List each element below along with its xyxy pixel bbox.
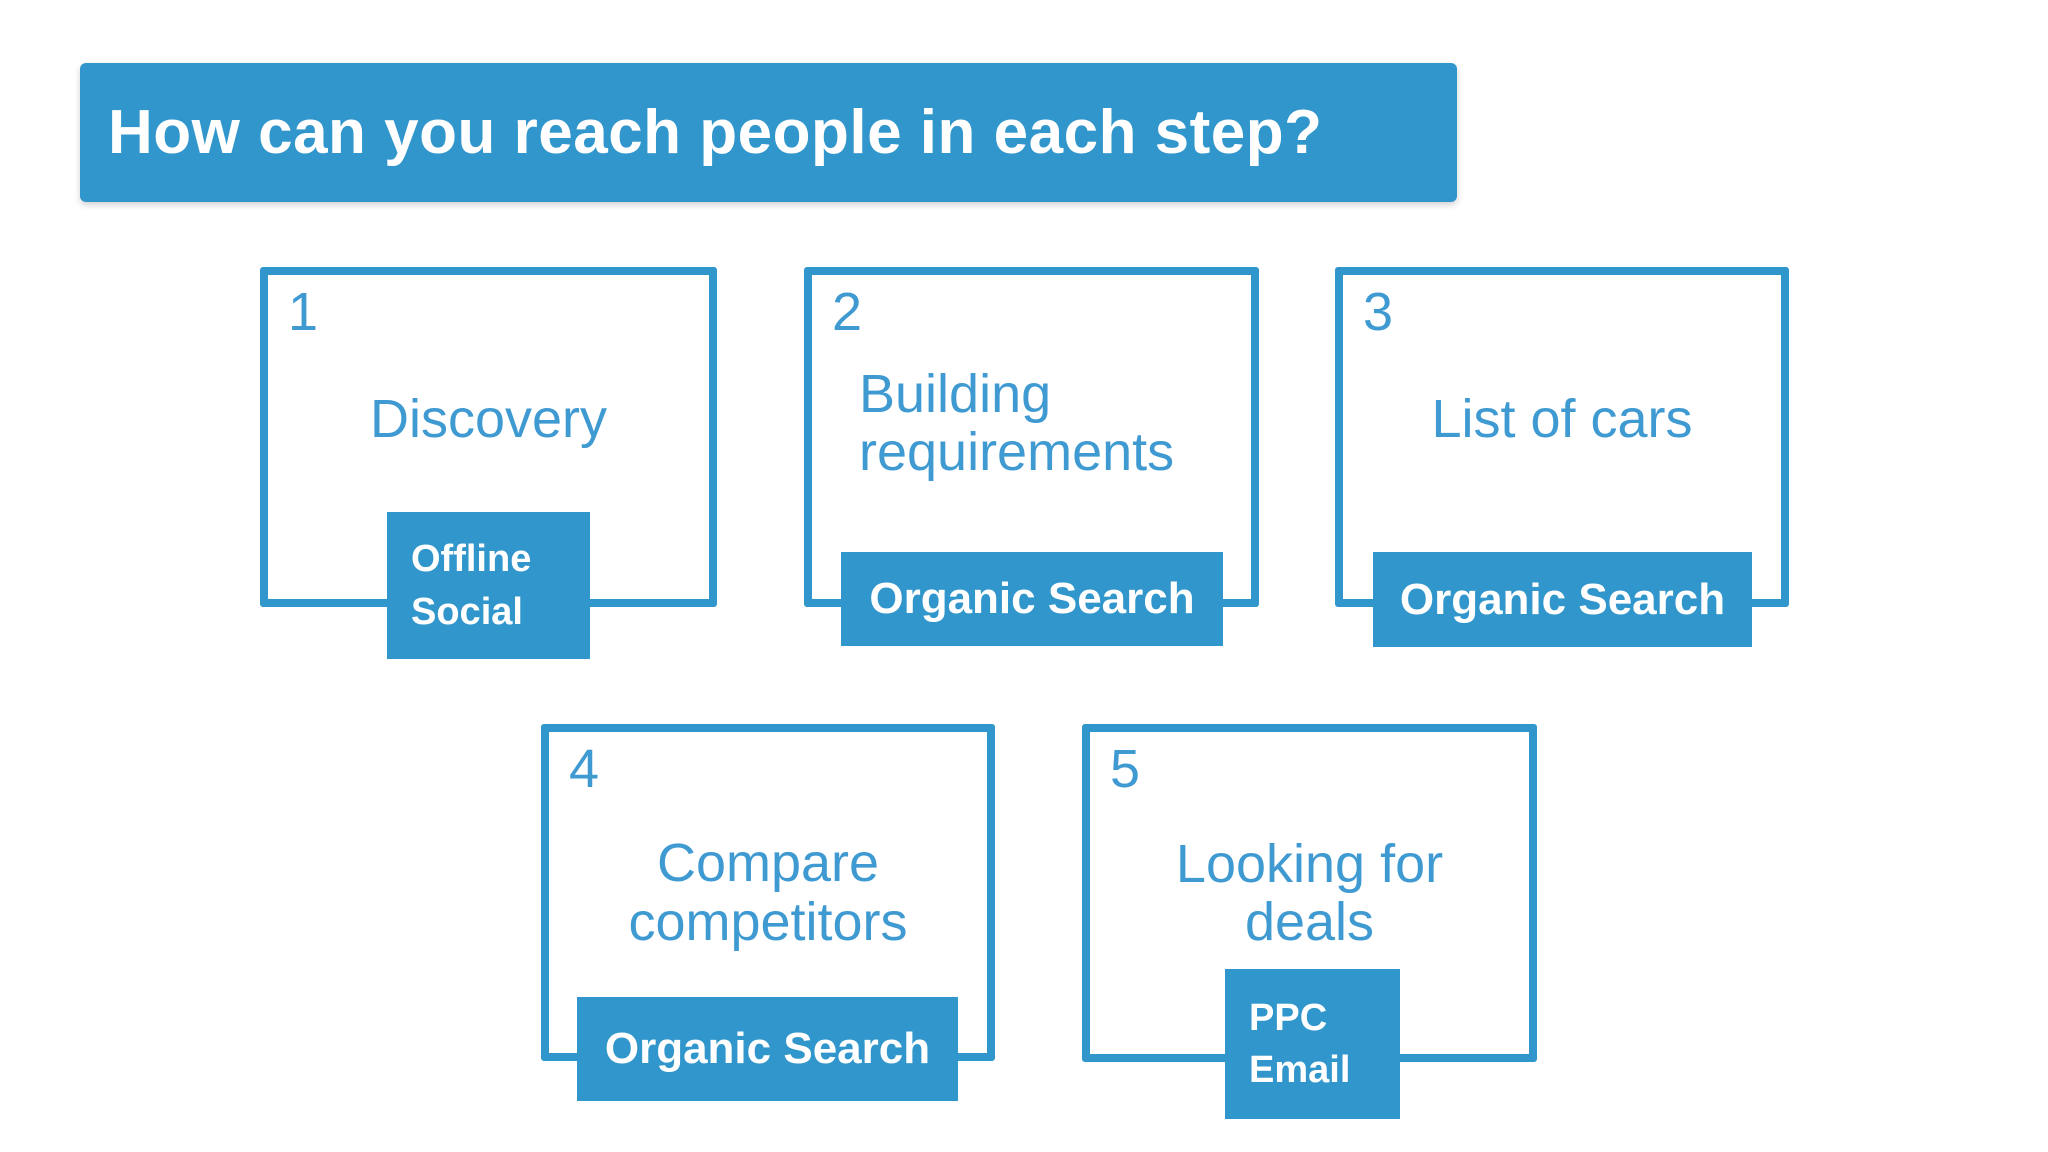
step-content: Building requirements: [812, 275, 1251, 599]
channel-line: Social: [411, 590, 523, 633]
step-content: Compare competitors: [549, 732, 987, 1053]
step-label: List of cars: [1431, 388, 1693, 449]
step-box-4: 4 Compare competitors Organic Search: [541, 724, 995, 1101]
channel-line: PPC: [1249, 996, 1328, 1039]
step-box-1: 1 Discovery Offline Social: [260, 267, 717, 659]
step-label: Looking for deals: [1175, 833, 1444, 952]
channel-line: Email: [1249, 1049, 1351, 1091]
channel-badge: Organic Search: [577, 997, 958, 1101]
step-content: Discovery: [268, 275, 709, 599]
step-label: Discovery: [369, 388, 608, 449]
step-number: 1: [288, 282, 319, 342]
title-banner: How can you reach people in each step?: [80, 63, 1457, 202]
step-box-2: 2 Building requirements Organic Search: [804, 267, 1259, 646]
step-number: 2: [832, 282, 863, 342]
channel-badge: Offline Social: [387, 512, 590, 659]
channel-line: Organic Search: [1399, 574, 1726, 624]
step-number: 4: [569, 739, 600, 799]
page-title: How can you reach people in each step?: [108, 98, 1323, 167]
step-content: List of cars: [1343, 275, 1781, 599]
channel-line: Offline: [411, 538, 532, 581]
step-number: 5: [1110, 739, 1141, 799]
channel-badge: PPC Email: [1225, 969, 1400, 1119]
channel-badge: Organic Search: [1373, 552, 1752, 647]
channel-line: Organic Search: [869, 574, 1195, 623]
step-number: 3: [1363, 282, 1394, 342]
channel-badge: Organic Search: [841, 552, 1223, 646]
step-label: Compare competitors: [628, 833, 908, 952]
step-label: Building requirements: [859, 363, 1175, 482]
step-box-5: 5 Looking for deals PPC Email: [1082, 724, 1537, 1119]
channel-line: Organic Search: [604, 1024, 931, 1073]
step-content: Looking for deals: [1090, 732, 1529, 1054]
step-box-3: 3 List of cars Organic Search: [1335, 267, 1789, 647]
